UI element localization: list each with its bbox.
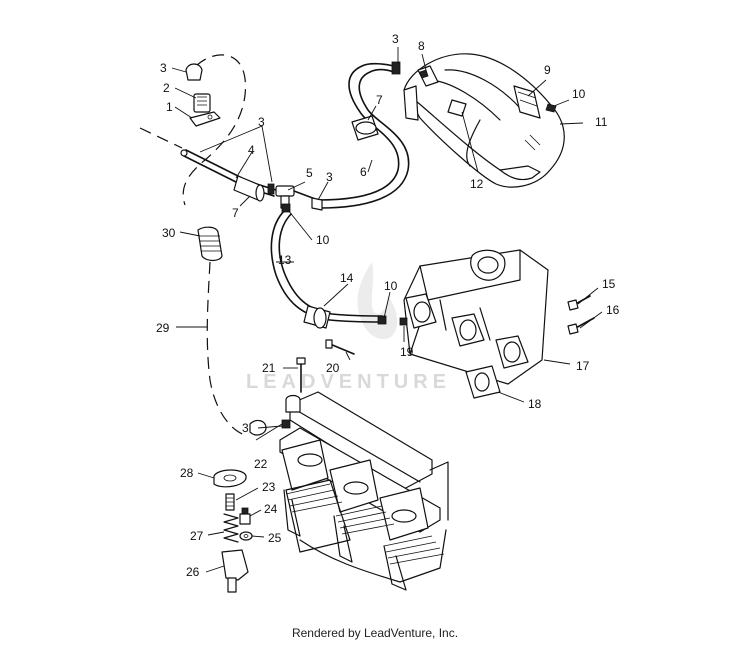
part-8-fitting [417,65,439,87]
part-3-clamp-c [311,197,323,211]
callout-14: 14 [340,271,354,285]
callout-23: 23 [262,480,276,494]
part-20-screw [325,339,355,355]
part-7-sleeve-a [233,175,265,202]
part-13-hose [270,209,383,323]
part-17-manifold [403,249,549,385]
part-22-fitting [281,394,301,429]
callout-26: 26 [186,565,200,579]
callout-3: 3 [258,115,265,129]
watermark-text: LEADVENTURE [246,371,451,393]
part-12-clamp [447,99,467,117]
callout-12: 12 [470,177,484,191]
callout-7: 7 [232,206,239,220]
callout-11: 11 [595,115,608,129]
callout-19: 19 [400,345,414,359]
part-30-hose [197,226,223,262]
callout-27: 27 [190,529,204,543]
callout-10: 10 [572,87,586,101]
callout-3: 3 [326,170,333,184]
part-24-fitting [239,507,251,525]
callout-20: 20 [326,361,340,375]
callout-5: 5 [306,166,313,180]
callout-28: 28 [180,466,194,480]
callout-9: 9 [544,63,551,77]
part-1-bracket [189,111,221,127]
callout-22: 22 [254,457,268,471]
part-21-bolt [296,357,306,393]
callout-30: 30 [162,226,176,240]
part-10-plug-a [545,103,557,113]
part-14-sleeve [303,305,331,329]
callout-1: 1 [166,100,173,114]
part-23-sensor [225,493,235,511]
part-11-exhaust-pipe [403,53,565,188]
watermark: LEADVENTURE [246,262,451,393]
callout-3: 3 [242,421,249,435]
callout-7: 7 [376,93,383,107]
leader-lines [171,47,603,573]
part-15-bolt [567,295,591,311]
part-18-gasket [465,365,501,399]
part-7-sleeve-b [351,115,379,141]
callout-3: 3 [392,32,399,46]
callout-13: 13 [278,253,292,267]
callout-10: 10 [384,279,398,293]
callout-8: 8 [418,39,425,53]
part-10-fitting-c [377,315,387,325]
callout-29: 29 [156,321,170,335]
callout-16: 16 [606,303,620,317]
part-3-clamp-a [185,63,203,81]
part-3-clamp-d [391,61,401,75]
callout-15: 15 [602,277,616,291]
part-28-gasket [213,469,247,488]
callout-labels: 3 2 1 3 4 7 5 3 6 7 3 8 9 10 11 12 10 13… [156,32,620,579]
part-3-clamp-b [267,183,275,195]
callout-4: 4 [248,143,255,157]
callout-17: 17 [576,359,590,373]
callout-21: 21 [262,361,276,375]
callout-6: 6 [360,165,367,179]
part-2-fitting [193,93,211,113]
callout-3: 3 [160,61,167,75]
callout-10: 10 [316,233,330,247]
part-26-housing [221,549,249,593]
part-25-washer [239,531,253,541]
part-9-bracket [513,85,541,119]
dashed-routing-lines [139,54,247,436]
callout-24: 24 [264,502,278,516]
footer-credit: Rendered by LeadVenture, Inc. [291,626,459,640]
engine-block [279,391,449,591]
callout-25: 25 [268,531,282,545]
callout-18: 18 [528,397,542,411]
part-10-fitting-b [281,203,291,213]
callout-2: 2 [163,81,170,95]
part-6-hose [317,62,410,209]
part-19-stud [399,317,408,326]
part-27-spring [223,513,239,543]
